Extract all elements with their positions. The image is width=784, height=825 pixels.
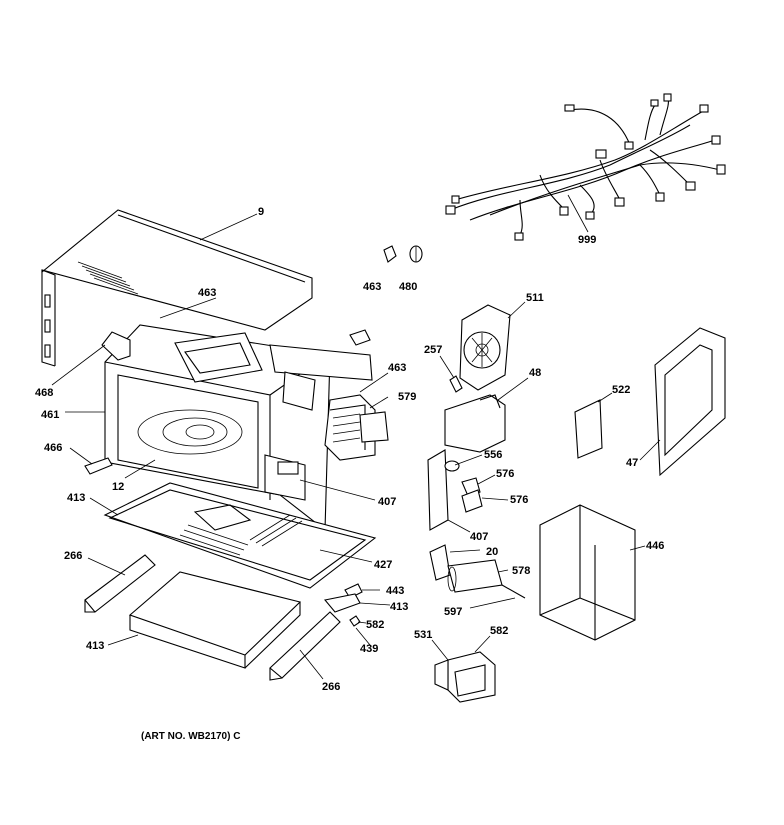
transformer: [431, 635, 496, 703]
label-463-b: 463: [198, 287, 216, 299]
label-578: 578: [512, 565, 530, 577]
top-cover: [41, 209, 313, 367]
label-522: 522: [612, 384, 630, 396]
label-468-a: 468: [35, 387, 53, 399]
rail-right: [269, 611, 341, 681]
label-466: 466: [44, 442, 62, 454]
bracket-468: [51, 331, 131, 386]
label-579: 579: [398, 391, 416, 403]
label-407-b: 407: [470, 531, 488, 543]
label-463-c: 463: [388, 362, 406, 374]
wire-harness: [445, 93, 726, 241]
lower-tray: [107, 571, 302, 669]
label-576-a: 576: [496, 468, 514, 480]
label-413-a: 413: [67, 492, 85, 504]
label-446: 446: [646, 540, 664, 552]
label-582-a: 582: [366, 619, 384, 631]
label-999: 999: [578, 234, 596, 246]
label-597: 597: [444, 606, 462, 618]
base-plate: [89, 482, 377, 589]
air-duct: [439, 355, 529, 453]
label-461: 461: [41, 409, 59, 421]
enclosure-446: [539, 504, 646, 641]
panel-522: [574, 392, 613, 459]
label-407-a: 407: [378, 496, 396, 508]
label-443: 443: [386, 585, 404, 597]
label-511: 511: [526, 292, 544, 304]
switch-bracket: [427, 449, 509, 533]
label-463-a: 463: [363, 281, 381, 293]
label-556: 556: [484, 449, 502, 461]
small-parts-443-439: [323, 583, 391, 646]
label-531: 531: [414, 629, 432, 641]
label-582-b: 582: [490, 625, 508, 637]
label-480: 480: [399, 281, 417, 293]
label-12: 12: [112, 481, 124, 493]
label-266-a: 266: [64, 550, 82, 562]
label-576-b: 576: [510, 494, 528, 506]
side-bracket: [639, 327, 726, 477]
label-47: 47: [626, 457, 638, 469]
label-413-b: 413: [390, 601, 408, 613]
fan-assembly: [459, 301, 526, 391]
part-labels: 999 9 463 480 463 511 463 468 461 257 48…: [35, 206, 664, 693]
label-266-b: 266: [322, 681, 340, 693]
label-413-c: 413: [86, 640, 104, 652]
label-427: 427: [374, 559, 392, 571]
small-clips: [159, 245, 423, 393]
label-439: 439: [360, 643, 378, 655]
label-257: 257: [424, 344, 442, 356]
latch-466: [65, 411, 113, 475]
label-48: 48: [529, 367, 541, 379]
rail-left: [84, 554, 156, 613]
oven-cavity: [104, 324, 376, 532]
capacitor-assembly: [429, 544, 526, 609]
magnetron: [324, 394, 389, 461]
art-number-caption: (ART NO. WB2170) C: [141, 731, 241, 742]
label-20: 20: [486, 546, 498, 558]
label-9: 9: [258, 206, 264, 218]
